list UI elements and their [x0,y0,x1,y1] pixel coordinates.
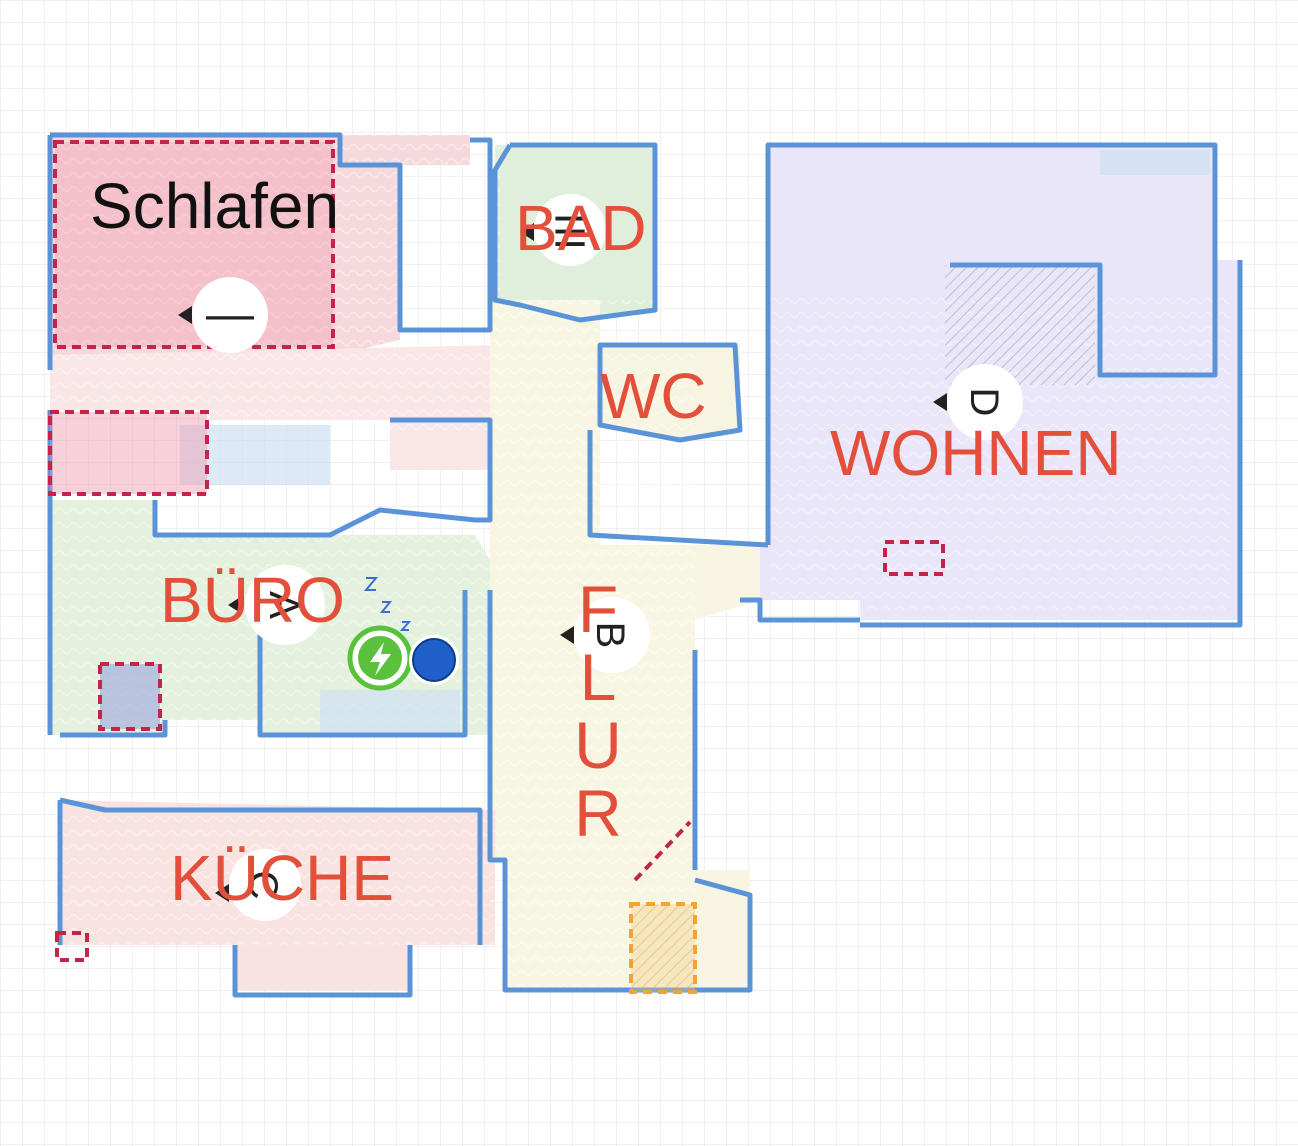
no-go-zone-hall [48,410,209,496]
room-badge-flur[interactable]: B [560,597,650,673]
walls [47,132,1243,998]
svg-text:B: B [588,622,632,649]
svg-text:D: D [962,388,1006,417]
room-label-flur-letter: F [578,572,618,646]
room-label-schlafen: Schlafen [90,170,339,242]
room-label-wohnen: WOHNEN [830,417,1122,489]
zzz-icon [363,577,412,631]
svg-text:—: — [206,288,254,341]
room-label-flur-letter: L [580,640,617,714]
robot-vacuum-icon[interactable] [409,635,459,685]
no-go-zone-kueche [55,931,89,962]
mop-zone-flur[interactable] [629,902,697,994]
room-label-buero: BÜRO [160,564,345,636]
zone-markers[interactable] [48,140,945,962]
svg-text:☰: ☰ [552,211,588,255]
no-go-zone-buero [98,662,162,731]
room-label-kueche: KÜCHE [170,842,394,914]
room-label-wc: WC [600,360,707,432]
charging-dock-icon[interactable] [347,625,413,691]
room-label-flur-letter: U [574,708,622,782]
room-badges: — ☰ D A B [178,194,1023,921]
room-label-flur-letter: R [574,776,622,850]
svg-text:C: C [241,871,285,900]
room-badge-schlafen[interactable]: — [178,277,268,353]
room-badge-kueche[interactable]: C [215,849,301,921]
room-badge-wohnen[interactable]: D [933,364,1023,440]
virtual-wall-flur [633,820,692,882]
room-badge-bad[interactable]: ☰ [520,194,606,266]
svg-text:A: A [261,591,308,619]
room-label-bad: BAD [515,192,647,264]
room-badge-buero[interactable]: A [228,565,325,645]
